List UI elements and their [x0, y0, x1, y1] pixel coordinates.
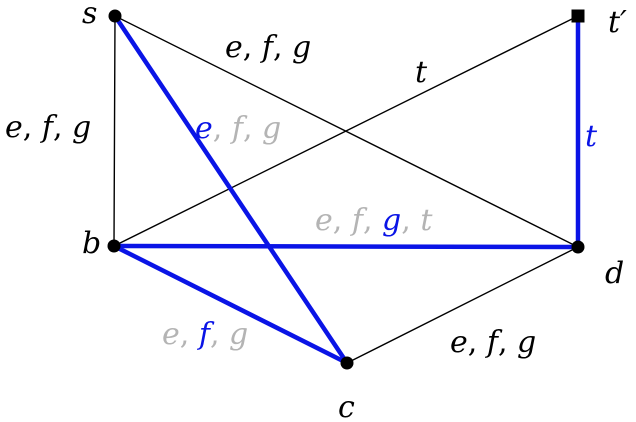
edge-label-part: , [333, 203, 352, 238]
edge-label-part: g [72, 110, 91, 145]
edge-label-part: e [450, 325, 468, 360]
edge-label-part: t [585, 119, 598, 154]
edge-label-part: , [213, 111, 232, 146]
edge-label-part: e [225, 30, 243, 65]
edge-label-part: g [292, 30, 311, 65]
edge-label-part: g [229, 317, 248, 352]
edge-label-part: , [243, 30, 262, 65]
node-c [340, 356, 354, 370]
edge-label-s-b: e, f, g [5, 110, 91, 145]
edge-label-b-tp: t [415, 55, 428, 90]
node-label-c: c [338, 390, 355, 422]
edge-label-part: t [420, 203, 433, 238]
edge-label-c-d: e, f, g [450, 325, 536, 360]
node-s [108, 9, 122, 23]
edge-label-part: , [23, 110, 42, 145]
edge-label-part: , [468, 325, 487, 360]
node-label-tp: t′ [608, 5, 627, 40]
edge-label-s-d: e, f, g [225, 30, 311, 65]
node-labels-layer: s t′ b d c [82, 0, 627, 422]
edge-label-b-d: e, f, g, t [315, 203, 433, 238]
edge-b-tp [113, 15, 579, 247]
edge-label-part: g [262, 111, 281, 146]
node-label-s: s [82, 0, 97, 31]
node-b [107, 239, 121, 253]
nodes-layer [107, 9, 585, 370]
edges-layer [111, 13, 581, 366]
edge-label-part: t [415, 55, 428, 90]
edge-label-part: e [195, 111, 213, 146]
node-label-d: d [605, 256, 624, 291]
edge-label-part: e [162, 317, 180, 352]
edge-label-part: , [210, 317, 229, 352]
edge-label-part: g [382, 203, 401, 238]
edge-label-d-tp: t [585, 119, 598, 154]
edge-label-b-c: e, f, g [162, 317, 248, 352]
edge-label-part: e [315, 203, 333, 238]
edge-label-part: e [5, 110, 23, 145]
node-tp [571, 9, 585, 23]
edge-b-d [111, 243, 581, 250]
edge-b-c [111, 243, 350, 366]
edge-c-d [346, 246, 579, 364]
node-label-b: b [82, 226, 101, 261]
edge-s-b [113, 15, 116, 247]
edge-label-part: g [517, 325, 536, 360]
edge-label-part: , [363, 203, 382, 238]
edge-label-part: , [401, 203, 420, 238]
edge-label-part: , [243, 111, 262, 146]
edge-label-part: , [498, 325, 517, 360]
edge-label-part: , [53, 110, 72, 145]
node-d [571, 240, 585, 254]
edge-label-part: , [273, 30, 292, 65]
edge-label-s-c: e, f, g [195, 111, 281, 146]
edge-label-part: , [180, 317, 199, 352]
edge-s-c [112, 13, 350, 366]
